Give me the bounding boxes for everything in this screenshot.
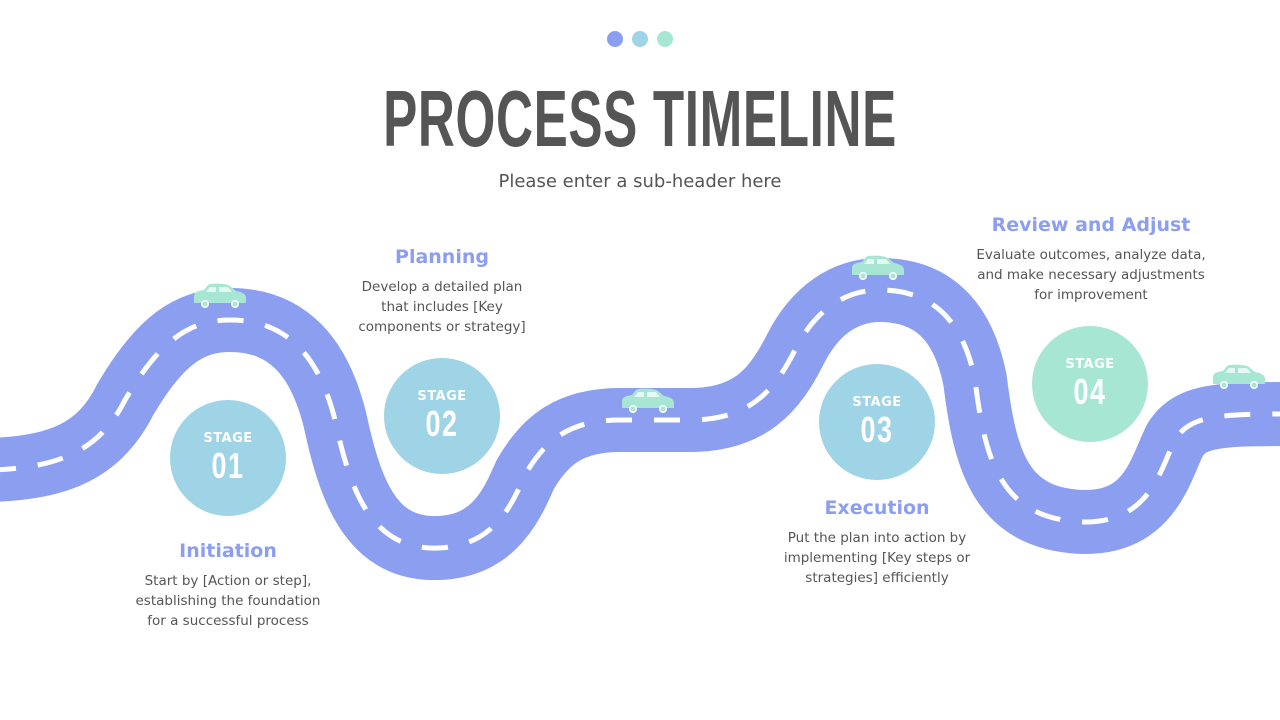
description-line: Develop a detailed plan: [361, 279, 523, 295]
stage-number: 03: [860, 409, 894, 450]
stage-label: STAGE: [203, 431, 253, 446]
stage-4-circle: STAGE 04: [1032, 326, 1148, 442]
stage-title: Review and Adjust: [991, 214, 1191, 236]
decorative-dots: [0, 31, 1280, 47]
description-line: implementing [Key steps or: [783, 550, 971, 566]
description-line: that includes [Key: [381, 299, 503, 315]
stage-description: Put the plan into action by implementing…: [757, 528, 997, 588]
stage-1-circle: STAGE 01: [170, 400, 286, 516]
car-icon: [1213, 364, 1265, 389]
car-icon: [194, 283, 246, 308]
dot-2: [632, 31, 648, 47]
stage-2-circle: STAGE 02: [384, 358, 500, 474]
stage-title: Planning: [395, 246, 489, 268]
description-line: Start by [Action or step],: [144, 573, 312, 589]
stage-4-text: Review and Adjust Evaluate outcomes, ana…: [961, 213, 1221, 305]
road-lane-marking: [0, 287, 1280, 551]
stage-title: Initiation: [179, 540, 277, 562]
page-title: PROCESS TIMELINE: [383, 74, 897, 163]
dot-1: [607, 31, 623, 47]
car-icon: [622, 388, 674, 413]
stage-2-text: Planning Develop a detailed plan that in…: [322, 245, 562, 337]
description-line: components or strategy]: [358, 319, 526, 335]
description-line: strategies] efficiently: [805, 570, 949, 586]
stage-title: Execution: [824, 497, 930, 519]
stage-description: Develop a detailed plan that includes [K…: [322, 277, 562, 337]
description-line: Put the plan into action by: [787, 530, 967, 546]
page-subtitle: Please enter a sub-header here: [498, 171, 782, 192]
description-line: establishing the foundation: [135, 593, 321, 609]
dot-3: [657, 31, 673, 47]
stage-label: STAGE: [1065, 357, 1115, 372]
stage-number: 02: [425, 403, 459, 444]
stage-3-text: Execution Put the plan into action by im…: [757, 496, 997, 588]
stage-3-circle: STAGE 03: [819, 364, 935, 480]
description-line: for improvement: [1034, 287, 1148, 303]
description-line: Evaluate outcomes, analyze data,: [976, 247, 1206, 263]
stage-label: STAGE: [417, 389, 467, 404]
stage-number: 04: [1073, 371, 1107, 412]
car-icon: [852, 255, 904, 280]
stage-description: Start by [Action or step], establishing …: [108, 571, 348, 631]
stage-number: 01: [211, 445, 245, 486]
description-line: for a successful process: [147, 613, 309, 629]
stage-label: STAGE: [852, 395, 902, 410]
stage-description: Evaluate outcomes, analyze data, and mak…: [961, 245, 1221, 305]
stage-1-text: Initiation Start by [Action or step], es…: [108, 539, 348, 631]
description-line: and make necessary adjustments: [977, 267, 1205, 283]
